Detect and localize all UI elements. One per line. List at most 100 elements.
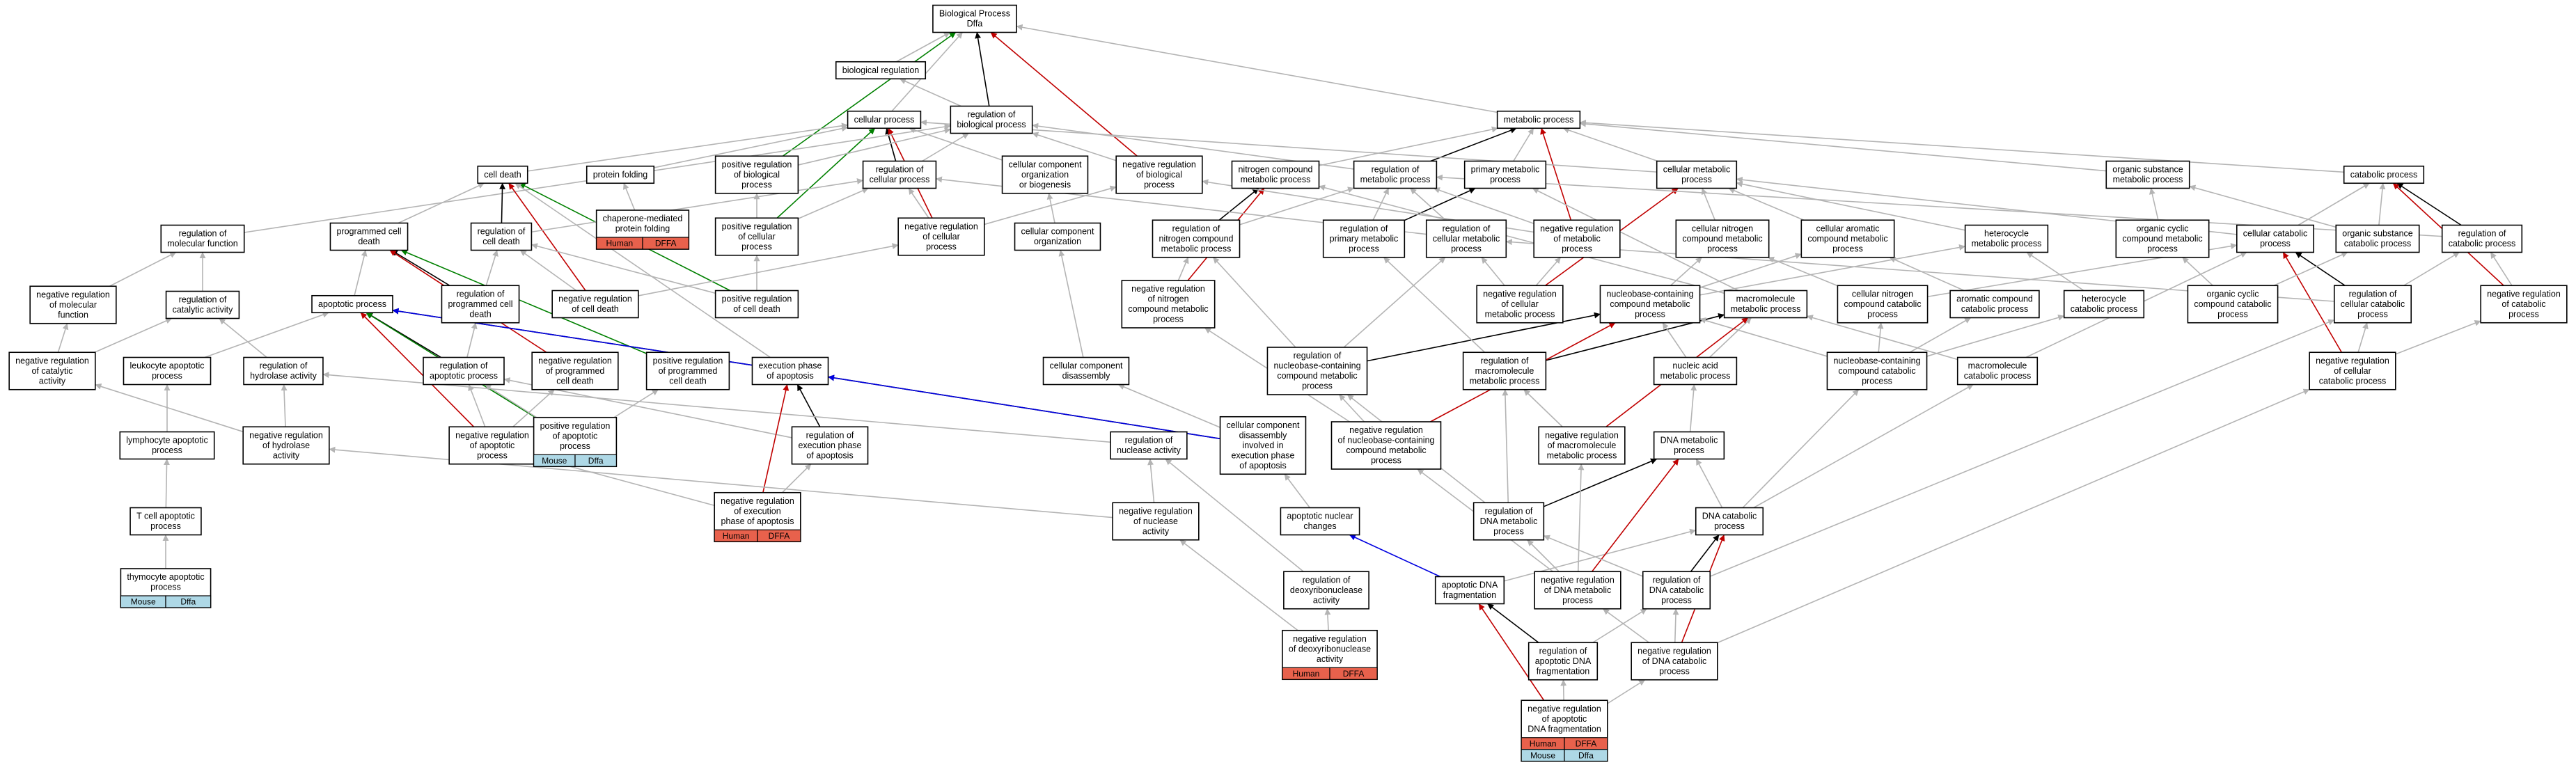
go-term-protfold[interactable]: protein folding bbox=[586, 165, 655, 184]
edge-layer bbox=[57, 24, 2513, 704]
edge-is-a bbox=[1592, 608, 1647, 643]
go-term-box bbox=[2063, 290, 2145, 319]
go-term-label: positive regulation bbox=[722, 221, 792, 231]
go-term-label: deoxyribonuclease bbox=[1290, 585, 1362, 595]
badge-cell bbox=[1329, 667, 1378, 680]
go-term-box bbox=[862, 160, 937, 189]
go-term-box bbox=[477, 165, 528, 184]
edge-is-a bbox=[1709, 319, 2335, 577]
go-term-bioreg[interactable]: biological regulation bbox=[835, 61, 927, 80]
go-term-catab[interactable]: catabolic process bbox=[2343, 165, 2425, 184]
go-term-celldeath[interactable]: cell death bbox=[477, 165, 528, 184]
go-term-regnbc[interactable]: regulation ofnucleobase-containingcompou… bbox=[1266, 347, 1368, 395]
go-term-cellproc[interactable]: cellular process bbox=[847, 110, 922, 129]
go-term-metab[interactable]: metabolic process bbox=[1496, 110, 1581, 129]
go-term-box bbox=[129, 507, 202, 536]
go-term-apop[interactable]: apoptotic process bbox=[311, 294, 393, 314]
